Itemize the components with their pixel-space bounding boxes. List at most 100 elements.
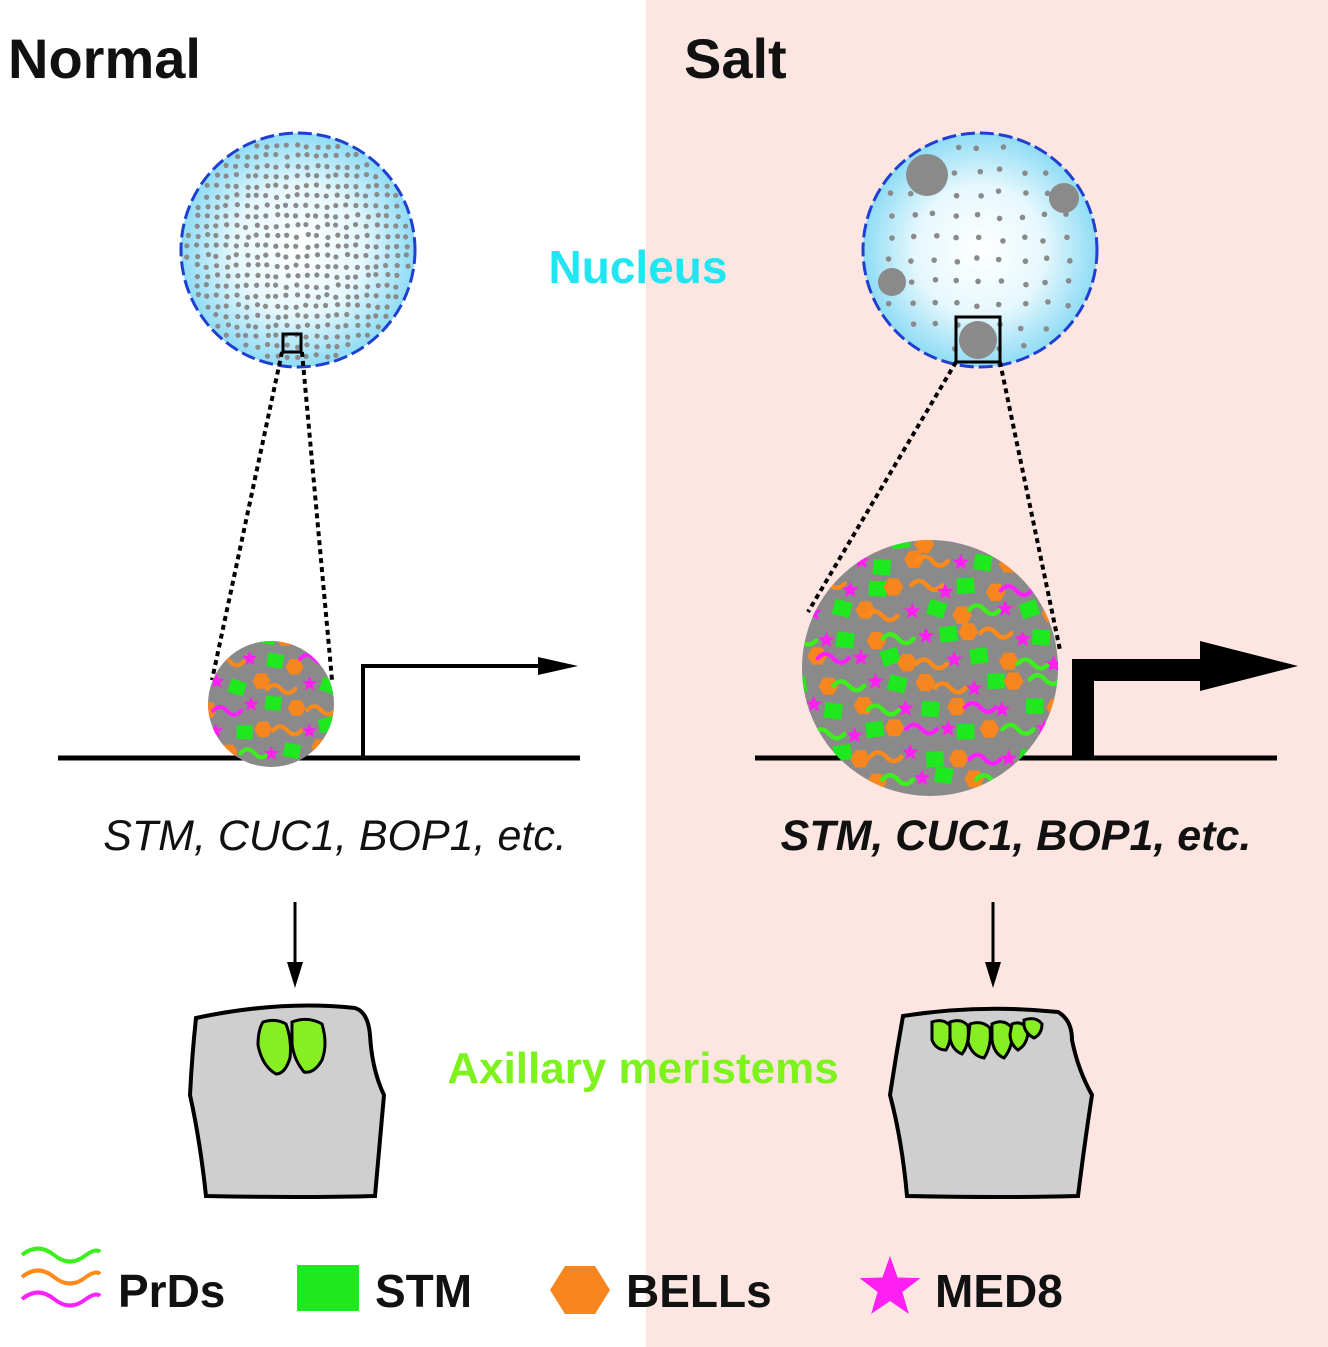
prd-strand [865, 703, 901, 717]
bells-hexagon [287, 700, 306, 716]
prd-strand [914, 554, 951, 568]
salt-tissue [887, 1006, 1095, 1199]
bells-hexagon [1003, 672, 1024, 690]
prd-strand [271, 724, 304, 737]
med8-star [913, 769, 931, 786]
med8-star [1000, 749, 1017, 766]
prd-strand [868, 750, 904, 764]
legend-label-stm: STM [375, 1265, 472, 1317]
stm-block [864, 720, 885, 739]
stm-block [1031, 629, 1051, 646]
bells-hexagon [915, 674, 936, 692]
normal-title: Normal [8, 27, 201, 90]
med8-star [996, 600, 1014, 616]
med8-star [242, 650, 258, 666]
normal-condensate [208, 641, 334, 767]
prd-strand [998, 583, 1034, 598]
stm-block [227, 678, 247, 697]
stm-block [938, 625, 959, 643]
stm-block [925, 750, 945, 768]
bells-hexagon [285, 659, 304, 675]
stm-block [921, 700, 940, 718]
stm-block [868, 580, 887, 597]
stm-block [264, 695, 283, 712]
axillary-meristems-label: Axillary meristems [447, 1044, 838, 1093]
prd-strand [880, 772, 916, 787]
prd-strand [962, 700, 998, 714]
med8-star [945, 650, 963, 667]
legend-label-bells: BELLs [626, 1265, 772, 1317]
stm-block [872, 558, 892, 576]
normal-zoom-box [281, 332, 303, 354]
stm-block [933, 766, 954, 785]
salt-droplet [906, 154, 948, 196]
down-arrows [287, 902, 1001, 988]
med8-star [243, 696, 259, 711]
wavy-lines-icon [20, 1246, 102, 1308]
prd-strand [265, 683, 298, 696]
bells-hexagon [884, 719, 905, 737]
stm-block [1018, 599, 1041, 620]
stm-block [835, 631, 855, 649]
med8-star [263, 745, 279, 760]
med8-star [965, 679, 983, 696]
bells-hexagon [866, 632, 887, 650]
salt-nucleus [861, 131, 1099, 369]
salt-droplet [1049, 183, 1079, 213]
normal-gene-label: STM, CUC1, BOP1, etc. [103, 812, 567, 860]
med8-star [993, 700, 1011, 717]
prd-strand [864, 609, 900, 623]
nucleus-label: Nucleus [549, 241, 728, 293]
prd-strand [1027, 673, 1058, 687]
stm-block [831, 598, 853, 618]
med8-star [846, 726, 863, 743]
prd-strand [880, 632, 916, 646]
bells-hexagon [947, 698, 967, 716]
med8-star [903, 602, 921, 619]
stm-block [956, 577, 975, 594]
stm-block [823, 702, 844, 720]
med8-star [209, 673, 225, 688]
med8-star [301, 723, 317, 738]
bells-hexagon [883, 578, 904, 596]
med8-star [917, 627, 935, 644]
prd-strand [1015, 657, 1051, 671]
med8-star [817, 631, 835, 648]
prd-strand [211, 704, 244, 717]
med8-star [867, 672, 884, 689]
stm-block [879, 646, 901, 667]
prd-strand [305, 704, 334, 717]
stm-block [926, 598, 948, 619]
bells-hexagon [979, 720, 1000, 738]
stm-block [986, 673, 1005, 690]
prd-strand [238, 747, 271, 760]
bells-hexagon [958, 623, 979, 641]
legend-label-prds: PrDs [118, 1265, 225, 1317]
med8-star [902, 743, 919, 760]
stm-block [282, 742, 302, 760]
prd-strand [811, 727, 847, 741]
stm-block [265, 652, 285, 670]
salt-transcription-arrow [1072, 641, 1298, 758]
orange-hexagon-icon [550, 1266, 610, 1314]
med8-star [852, 648, 870, 665]
salt-droplet [878, 268, 906, 296]
stm-block [956, 723, 975, 740]
bells-hexagon [897, 654, 917, 672]
med8-star [805, 695, 823, 712]
bells-hexagon [952, 606, 973, 624]
prd-strand [831, 679, 867, 693]
prd-strand [903, 722, 940, 736]
salt-meristems [930, 1017, 1044, 1060]
salt-gene-label: STM, CUC1, BOP1, etc. [781, 812, 1252, 860]
green-square-icon [297, 1265, 359, 1311]
prd-strand [932, 681, 968, 695]
stm-block [886, 674, 908, 694]
stm-block [972, 553, 993, 572]
prd-strand [967, 603, 1003, 617]
med8-star [952, 553, 970, 570]
legend: PrDs STM BELLs MED8 [20, 1246, 1063, 1317]
salt-title: Salt [684, 27, 787, 90]
prd-strand [815, 651, 851, 665]
